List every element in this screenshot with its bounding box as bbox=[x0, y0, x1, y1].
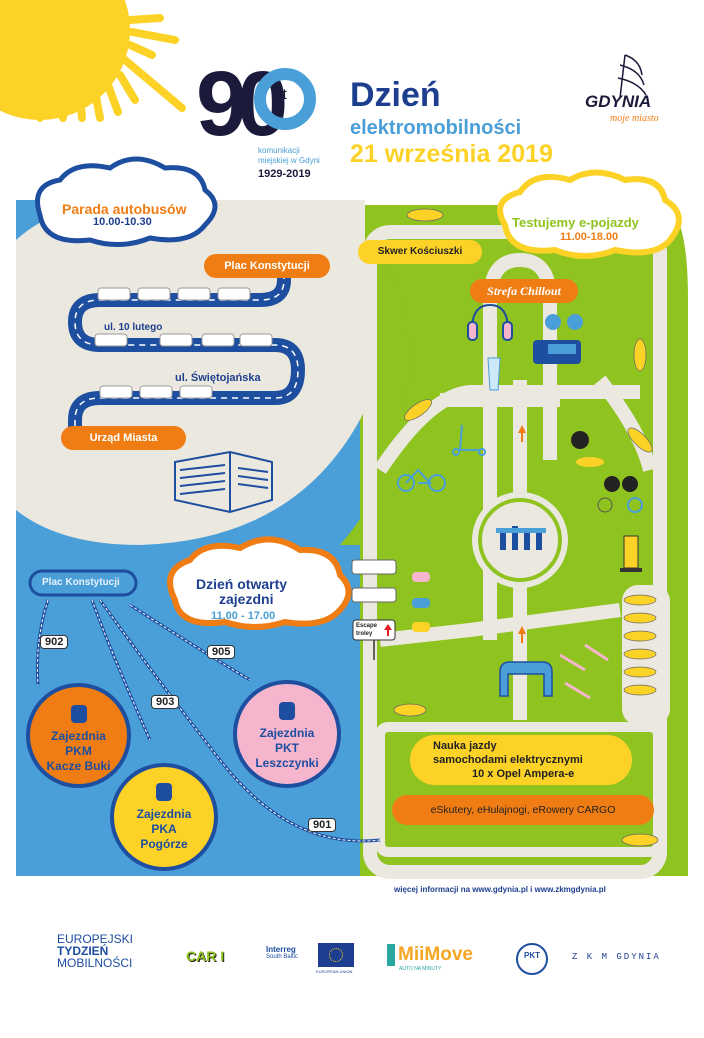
street-label-10-lutego: ul. 10 lutego bbox=[104, 322, 163, 333]
driving-line2: samochodami elektrycznymi bbox=[433, 754, 583, 766]
cargo-bike-icon bbox=[397, 468, 446, 492]
zkm-text: Z K M GDYNIA bbox=[572, 952, 661, 962]
vehicles-label: eSkutery, eHulajnogi, eRowery CARGO bbox=[392, 795, 654, 825]
escape-sign bbox=[352, 619, 396, 660]
page-subtitle: elektromobilności bbox=[350, 117, 522, 139]
deckchair-icon bbox=[559, 643, 609, 700]
depot-pkm-line2: PKM bbox=[65, 744, 92, 758]
hub-box bbox=[28, 569, 138, 597]
parade-time: 10.00-10.30 bbox=[93, 216, 152, 228]
anniversary-years: 1929-2019 bbox=[258, 168, 311, 180]
bus-icon bbox=[156, 783, 172, 801]
arch-icon bbox=[499, 661, 553, 697]
eu-flag-logo bbox=[318, 943, 354, 967]
bus-icon bbox=[70, 705, 87, 723]
sun-icon bbox=[0, 0, 186, 122]
route-901: 901 bbox=[308, 818, 337, 832]
anniversary-sub1: komunikacji bbox=[258, 146, 300, 155]
depot-pkm-line1: Zajezdnia bbox=[51, 729, 106, 743]
eu-caption: EUROPEAN UNION bbox=[316, 969, 353, 974]
anniversary-unit: lat bbox=[271, 86, 287, 103]
square-label: Skwer Kościuszki bbox=[358, 240, 482, 264]
test-zone-title: Testujemy e-pojazdy bbox=[512, 215, 639, 230]
gdynia-logo: GDYNIA moje miasto bbox=[580, 50, 690, 130]
pkt-text: PKT bbox=[524, 951, 540, 960]
city-hall-icon bbox=[174, 450, 273, 514]
test-cloud bbox=[497, 169, 682, 259]
depot-pka-line3: Pogórze bbox=[140, 837, 188, 851]
trolleybus-icon bbox=[279, 702, 295, 720]
food-truck-icon bbox=[533, 340, 581, 364]
depot-pkm-line3: Kacze Buki bbox=[46, 759, 111, 773]
etm-line1: EUROPEJSKI bbox=[57, 932, 134, 946]
interreg-text: Interreg bbox=[266, 945, 296, 954]
event-date: 21 września 2019 bbox=[350, 140, 553, 168]
more-info[interactable]: więcej informacji na www.gdynia.pl i www… bbox=[394, 885, 606, 894]
parade-end-label: Urząd Miasta bbox=[61, 426, 186, 450]
driving-lesson-box: Nauka jazdy samochodami elektrycznymi 10… bbox=[410, 735, 632, 785]
city-tagline: moje miasto bbox=[610, 113, 659, 124]
open-day-time: 11.00 - 17.00 bbox=[211, 610, 276, 622]
route-905: 905 bbox=[207, 645, 236, 659]
parade-start-label: Plac Konstytucji bbox=[204, 254, 330, 278]
depot-pkm[interactable]: Zajezdnia PKM Kacze Buki bbox=[26, 683, 131, 788]
depot-pka-line2: PKA bbox=[151, 822, 177, 836]
zkm-logo: Z K M GDYNIA bbox=[572, 952, 661, 962]
etm-line2: TYDZIEŃ bbox=[57, 944, 109, 958]
hub-label: Plac Konstytucji bbox=[42, 577, 120, 588]
charging-station-icon bbox=[620, 535, 642, 572]
chillout-label: Strefa Chillout bbox=[470, 279, 578, 303]
test-zone-time: 11.00-18.00 bbox=[560, 231, 619, 243]
ecar-icons bbox=[393, 208, 659, 847]
interreg-logo: Interreg South Baltic bbox=[266, 945, 298, 960]
eu-stars-icon bbox=[329, 948, 343, 962]
interreg-sub: South Baltic bbox=[266, 954, 299, 960]
anniversary-logo: 90 lat komunikacji miejskiej w Gdyni 192… bbox=[196, 53, 336, 186]
open-day-cloud bbox=[167, 536, 352, 630]
mascot-scooter-icon bbox=[571, 431, 604, 467]
miimove-text: MiiMove bbox=[398, 944, 473, 965]
open-day-title-2: zajezdni bbox=[219, 591, 274, 607]
open-day-title-1: Dzień otwarty bbox=[196, 576, 288, 592]
parade-title: Parada autobusów bbox=[62, 201, 187, 217]
miimove-logo: MiiMove AUTO NA MINUTY bbox=[387, 944, 473, 972]
ship-icon bbox=[617, 54, 647, 99]
headphones-icon bbox=[467, 303, 513, 341]
fountain-icon bbox=[496, 526, 546, 550]
route-903: 903 bbox=[151, 695, 180, 709]
scooter-icon bbox=[452, 424, 486, 456]
page-title: Dzień bbox=[350, 76, 441, 114]
parade-cloud bbox=[35, 156, 218, 247]
direction-arrows bbox=[518, 425, 526, 643]
pkt-logo: PKT bbox=[516, 943, 548, 975]
miimove-sub: AUTO NA MINUTY bbox=[399, 966, 442, 972]
route-902: 902 bbox=[40, 635, 69, 649]
drink-icon bbox=[487, 357, 501, 391]
sunglasses-icon bbox=[545, 314, 583, 330]
depot-pkt-line2: PKT bbox=[275, 741, 299, 755]
driving-line3: 10 x Opel Ampera-e bbox=[472, 768, 575, 780]
depot-pkt-line3: Leszczynki bbox=[255, 756, 319, 770]
car-i-logo: CAR I bbox=[186, 948, 225, 964]
miimove-icon bbox=[387, 944, 395, 966]
parade-buses bbox=[94, 287, 273, 399]
city-logo-text: GDYNIA bbox=[585, 92, 652, 111]
etm-logo: EUROPEJSKI TYDZIEŃ MOBILNOŚCI bbox=[57, 933, 133, 969]
depot-pkt-line1: Zajezdnia bbox=[259, 726, 315, 740]
depot-pka[interactable]: Zajezdnia PKA Pogórze bbox=[110, 763, 218, 871]
depot-pkt[interactable]: Zajezdnia PKT Leszczynki bbox=[233, 680, 341, 788]
mascot-rickshaw-icon bbox=[597, 476, 643, 513]
etm-line3: MOBILNOŚCI bbox=[57, 956, 133, 970]
escape-sign-text: Escape troley bbox=[356, 623, 378, 637]
driving-line1: Nauka jazdy bbox=[433, 740, 497, 752]
anniversary-sub2: miejskiej w Gdyni bbox=[258, 156, 320, 165]
trolleybus-icons bbox=[351, 559, 397, 603]
kid-car-icons bbox=[412, 572, 430, 632]
depot-pka-line1: Zajezdnia bbox=[136, 807, 192, 821]
street-label-swietojanska: ul. Świętojańska bbox=[175, 372, 261, 384]
